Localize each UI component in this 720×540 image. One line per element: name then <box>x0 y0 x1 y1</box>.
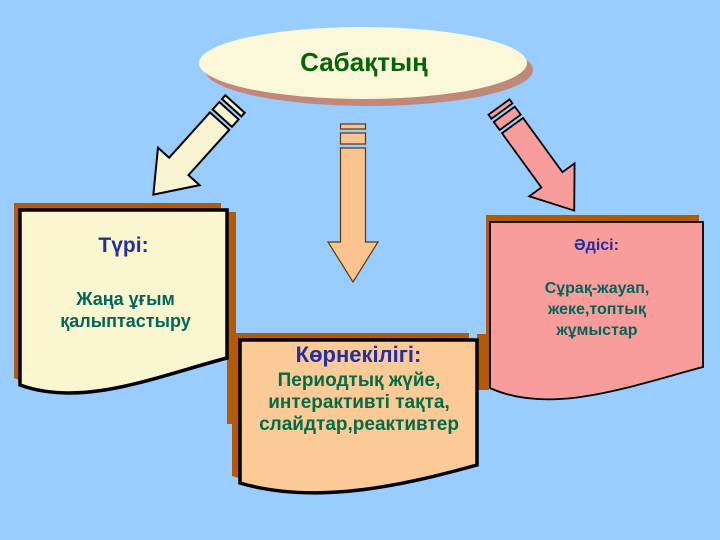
striped-arrow-left-icon <box>152 93 247 196</box>
method-box-paper <box>489 221 704 401</box>
lesson-title: Сабақтың <box>300 47 428 77</box>
type-box-shadow-edge <box>227 212 236 424</box>
type-box: Түрі: Жаңа ұғым қалыптастыру <box>8 196 244 432</box>
striped-arrow-right-icon <box>487 98 576 212</box>
type-box-body: Жаңа ұғым қалыптастыру <box>60 289 191 331</box>
visuals-box-body: Периодтық жүйе, интерактивті тақта, слай… <box>259 370 459 435</box>
visuals-box-shape <box>232 333 489 495</box>
type-box-title: Түрі: <box>98 234 149 257</box>
method-box-body: Сұрақ-жауап, жеке,топтық жұмыстар <box>544 280 650 339</box>
method-box-title: Әдісі: <box>574 237 619 254</box>
visuals-box: Көрнекілігі: Периодтық жүйе, интерактивт… <box>228 326 498 526</box>
striped-arrow-down-icon <box>326 123 380 284</box>
type-box-shape <box>14 203 236 424</box>
visuals-box-paper <box>238 338 479 495</box>
visuals-box-title: Көрнекілігі: <box>295 342 422 367</box>
method-box: Әдісі: Сұрақ-жауап, жеке,топтық жұмыстар <box>481 208 720 420</box>
title-ellipse <box>199 27 527 99</box>
method-box-shape <box>486 215 704 401</box>
type-box-paper <box>18 208 229 395</box>
